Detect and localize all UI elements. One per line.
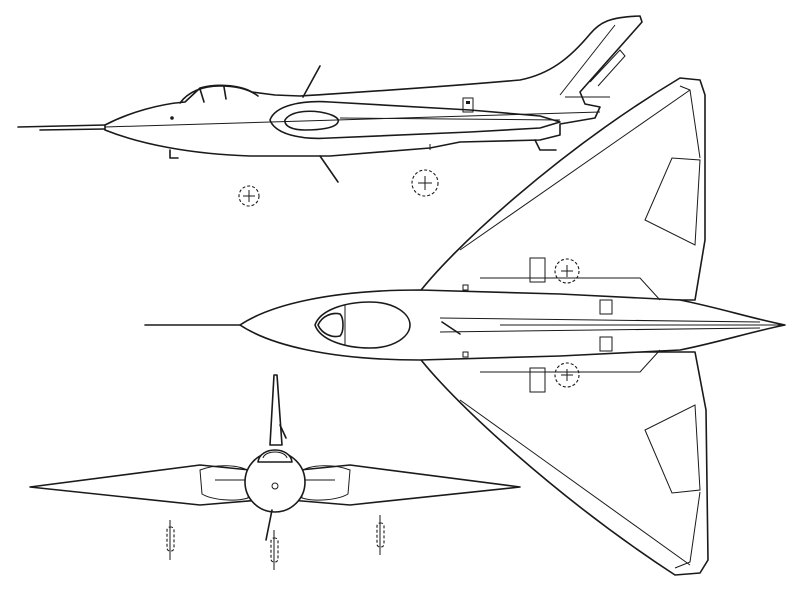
side-nose-probe <box>17 124 106 128</box>
side-nose-gear <box>169 149 179 159</box>
front-antenna-bottom <box>265 509 273 541</box>
side-panel-dot <box>466 101 470 104</box>
side-antenna-bottom <box>319 155 339 183</box>
side-wheel-main <box>411 169 439 197</box>
front-gear-left <box>166 520 175 560</box>
front-view <box>29 374 521 570</box>
top-windscreen <box>317 312 344 338</box>
front-gear-right <box>376 515 385 555</box>
top-wing-spar-upper <box>459 89 691 251</box>
top-vent-lower <box>462 351 469 358</box>
front-antenna-top <box>279 424 287 439</box>
top-wing-spar-lower <box>459 399 691 566</box>
side-fin-line <box>559 24 616 96</box>
top-wheel-lower <box>554 362 580 388</box>
side-rudder <box>589 49 626 87</box>
side-engine-nacelle <box>269 100 561 140</box>
top-panel-lower <box>599 336 613 352</box>
front-fin <box>269 374 283 446</box>
front-nose <box>271 482 279 490</box>
front-nacelle-right <box>299 465 351 501</box>
top-vent-upper <box>462 284 469 291</box>
front-gear-center <box>270 530 279 570</box>
front-canopy-inner <box>262 451 288 459</box>
side-intake <box>284 110 340 131</box>
side-view <box>17 15 643 207</box>
top-marking <box>441 321 461 335</box>
side-main-gear <box>534 139 557 151</box>
front-nacelle-left <box>199 465 251 501</box>
top-wing-lower <box>414 351 709 576</box>
top-flap-upper <box>644 157 701 246</box>
top-spine-2 <box>439 327 761 333</box>
front-wing-right <box>289 464 521 506</box>
top-panel-upper <box>599 299 613 315</box>
front-wing-left <box>29 464 261 506</box>
top-view <box>144 77 786 576</box>
side-wheel-front <box>238 185 260 207</box>
side-nose-probe-lower <box>39 128 106 131</box>
top-spine-1 <box>439 317 761 323</box>
side-canopy <box>179 85 259 104</box>
front-canopy <box>257 449 293 463</box>
top-nacelle-lower <box>480 349 661 373</box>
side-canopy-frame-2 <box>223 86 227 100</box>
top-flap-lower <box>644 404 701 494</box>
side-canopy-frame <box>199 88 205 103</box>
side-antenna-top <box>302 65 321 98</box>
side-panel-1 <box>462 97 474 113</box>
top-wheel-upper <box>554 258 580 284</box>
top-nacelle-upper <box>480 277 661 301</box>
side-rivet <box>170 116 174 120</box>
top-gear-door-lower <box>529 367 546 393</box>
top-aileron-lower <box>674 491 701 569</box>
top-gear-door-upper <box>529 257 546 283</box>
top-wing-upper <box>414 77 706 301</box>
side-datum-line <box>104 111 601 128</box>
